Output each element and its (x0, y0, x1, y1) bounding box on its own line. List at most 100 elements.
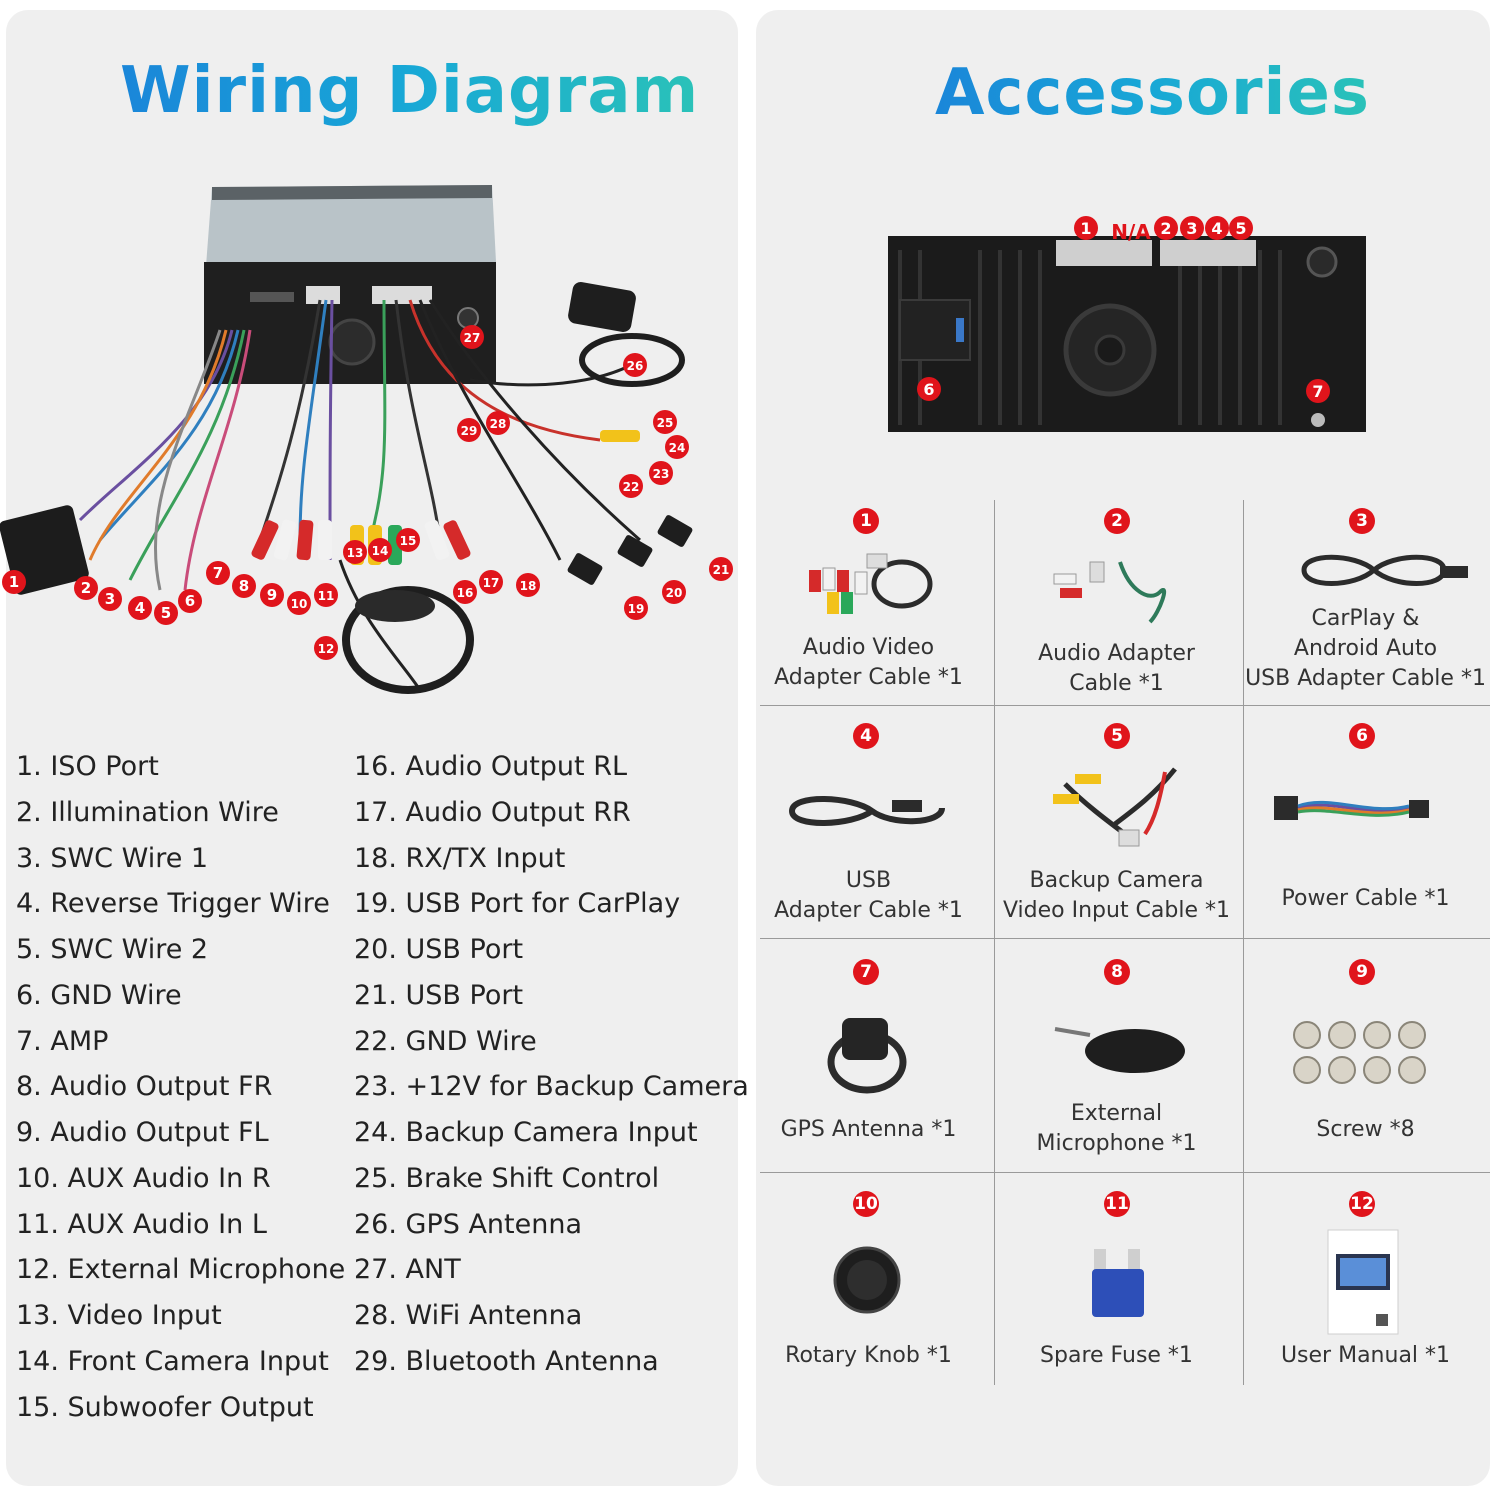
unit-callout-na: N/A (1111, 220, 1151, 244)
accessory-item-usb-adapter: 4 USB Adapter Cable *1 (747, 706, 990, 938)
legend-item: 15. Subwoofer Output (16, 1391, 314, 1423)
svg-text:5: 5 (1235, 219, 1246, 238)
callout-19: 19 (624, 596, 648, 620)
accessory-label: Screw *8 (1316, 1117, 1415, 1142)
legend-item: 26. GPS Antenna (354, 1208, 582, 1240)
item-number-badge: 9 (1349, 959, 1375, 985)
legend-item: 8. Audio Output FR (16, 1071, 273, 1103)
svg-text:2: 2 (1160, 219, 1171, 238)
legend-item: 16. Audio Output RL (354, 751, 628, 782)
legend-item: 9. Audio Output FL (16, 1117, 269, 1148)
item-number-badge: 2 (1104, 508, 1130, 534)
svg-text:N/A: N/A (1111, 220, 1151, 244)
audio-cable-icon (1053, 561, 1167, 624)
unit-callout-2: 2 (1154, 216, 1178, 240)
callout-24: 24 (665, 435, 689, 459)
svg-text:4: 4 (1211, 219, 1222, 238)
item-number-badge: 11 (1104, 1191, 1130, 1217)
accessory-label: Rotary Knob *1 (785, 1343, 952, 1368)
accessory-label: CarPlay & Android Auto USB Adapter Cable… (1245, 606, 1486, 691)
grid-divider (760, 1172, 1490, 1173)
grid-divider (1243, 500, 1244, 1385)
legend-item: 13. Video Input (16, 1300, 222, 1331)
callout-22: 22 (619, 474, 643, 498)
legend-item: 17. Audio Output RR (354, 796, 631, 828)
legend-item: 6. GND Wire (16, 979, 182, 1011)
legend-item: 1. ISO Port (16, 751, 159, 782)
accessory-item-screws: 9 Screw *8 (1244, 939, 1487, 1172)
power-cable-icon (1274, 796, 1429, 820)
legend-item: 14. Front Camera Input (16, 1345, 329, 1377)
accessory-item-user-manual: 12 User Manual *1 (1244, 1173, 1487, 1385)
camera-cable-icon (1053, 767, 1177, 847)
callout-12: 12 (314, 636, 338, 660)
callout-10: 10 (287, 591, 311, 615)
callout-4: 4 (128, 596, 152, 620)
unit-callout-5: 5 (1229, 216, 1253, 240)
accessory-item-usb-cable: 3 CarPlay & Android Auto USB Adapter Cab… (1244, 500, 1487, 705)
callout-27: 27 (460, 325, 484, 349)
microphone-illustration (342, 586, 474, 694)
legend-item: 23. +12V for Backup Camera (354, 1071, 749, 1103)
gps-antenna-icon (827, 1018, 907, 1094)
grid-divider (994, 500, 995, 1385)
rotary-knob-icon (833, 1246, 901, 1314)
accessory-item-fuse: 11 Spare Fuse *1 (995, 1173, 1238, 1385)
svg-text:3: 3 (105, 590, 115, 608)
wiring-diagram-title: Wiring Diagram (120, 54, 700, 128)
svg-text:17: 17 (483, 576, 500, 590)
svg-text:29: 29 (461, 424, 478, 438)
accessory-label: Backup Camera Video Input Cable *1 (1002, 868, 1231, 923)
accessory-label: User Manual *1 (1280, 1343, 1451, 1368)
usb-plugs (567, 515, 693, 585)
accessories-title: Accessories (935, 56, 1370, 130)
callout-28: 28 (486, 411, 510, 435)
callout-3: 3 (98, 587, 122, 611)
callout-17: 17 (479, 570, 503, 594)
legend-item: 7. AMP (16, 1025, 109, 1057)
callout-7: 7 (206, 561, 230, 585)
item-number-badge: 10 (853, 1191, 879, 1217)
gps-antenna-illustration (568, 282, 685, 387)
legend-item: 22. GND Wire (354, 1025, 537, 1057)
accessory-label: External Microphone *1 (1036, 1101, 1197, 1156)
callout-25: 25 (653, 410, 677, 434)
fuse-icon (1092, 1249, 1144, 1317)
callout-2: 2 (74, 576, 98, 600)
svg-text:21: 21 (713, 563, 730, 577)
av-cable-icon (809, 553, 933, 614)
legend-item: 19. USB Port for CarPlay (354, 888, 681, 920)
legend-item: 10. AUX Audio In R (16, 1162, 271, 1194)
legend-item: 3. SWC Wire 1 (16, 842, 209, 874)
wire-bundle (78, 299, 641, 691)
svg-text:10: 10 (291, 597, 308, 611)
callout-23: 23 (649, 461, 673, 485)
accessories-grid: 1 Audio Video Adapter Cable *1 2 Audio A… (760, 500, 1490, 1385)
svg-text:25: 25 (657, 416, 674, 430)
callout-11: 11 (314, 583, 338, 607)
svg-text:27: 27 (464, 331, 481, 345)
legend-item: 2. Illumination Wire (16, 796, 279, 828)
svg-text:5: 5 (161, 604, 171, 622)
unit-callout-1: 1 (1074, 216, 1098, 240)
svg-text:20: 20 (666, 586, 683, 600)
accessory-label: GPS Antenna *1 (780, 1117, 957, 1142)
accessory-item-camera-cable: 5 Backup Camera Video Input Cable *1 (995, 706, 1238, 938)
item-number-badge: 5 (1104, 723, 1130, 749)
legend-item: 12. External Microphone (16, 1254, 346, 1286)
legend-column-2: 16. Audio Output RL 17. Audio Output RR … (354, 744, 749, 1385)
item-number-badge: 12 (1349, 1191, 1375, 1217)
item-number-badge: 7 (853, 959, 879, 985)
callout-29: 29 (457, 418, 481, 442)
unit-callout-4: 4 (1205, 216, 1229, 240)
svg-text:14: 14 (372, 544, 389, 558)
item-number-badge: 1 (853, 508, 879, 534)
accessory-item-gps-antenna: 7 GPS Antenna *1 (747, 939, 990, 1172)
unit-callout-7: 7 (1306, 379, 1330, 403)
svg-text:9: 9 (267, 586, 277, 604)
iso-connector (0, 505, 89, 595)
svg-text:6: 6 (923, 380, 934, 399)
